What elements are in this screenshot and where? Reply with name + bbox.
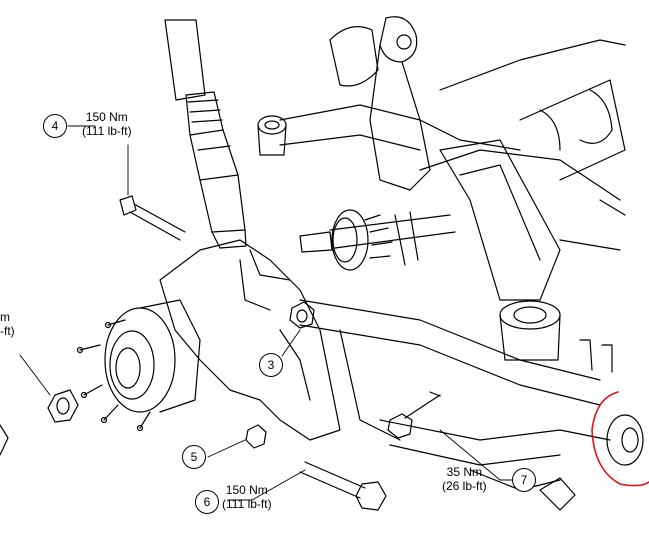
lower-link [299,299,611,491]
hub-nut [0,389,79,456]
callout-6: 6 [195,490,219,514]
half-shaft [299,209,456,271]
torque-value-nm: m [0,310,10,324]
torque-label-7: 35 Nm (26 lb-ft) [442,465,487,493]
torque-value-nm: 150 Nm [225,483,268,497]
torque-value-lbft: (111 lb-ft) [222,497,272,511]
torque-value-lbft: (111 lb-ft) [82,124,132,138]
bolt-6 [299,461,387,511]
leader-lines [19,125,513,501]
torque-value-nm: 150 Nm [85,110,128,124]
upper-bushing [257,115,287,156]
subframe [419,39,626,251]
callout-7: 7 [512,468,536,492]
lower-control-arm [439,139,561,361]
callout-5: 5 [182,445,206,469]
wheel-knuckle [159,239,341,441]
bolt-4 [119,195,186,241]
shock-absorber [164,19,247,249]
torque-label-6: 150 Nm (111 lb-ft) [222,483,272,511]
callout-4: 4 [43,114,67,138]
torque-value-lbft: -ft) [0,324,15,338]
lower-bracket [539,339,613,511]
torque-value-lbft: (26 lb-ft) [442,479,487,493]
highlight-circle [591,391,649,487]
callout-3: 3 [259,353,283,377]
torque-label-cropped: m -ft) [0,310,15,338]
upper-control-arm [279,16,626,191]
nut-5 [245,424,267,449]
wheel-hub [76,299,201,432]
bolt-7 [387,391,441,439]
nut-3 [289,301,315,329]
torque-label-4: 150 Nm (111 lb-ft) [82,110,132,138]
highlighted-part [606,414,644,466]
torque-value-nm: 35 Nm [446,465,483,479]
